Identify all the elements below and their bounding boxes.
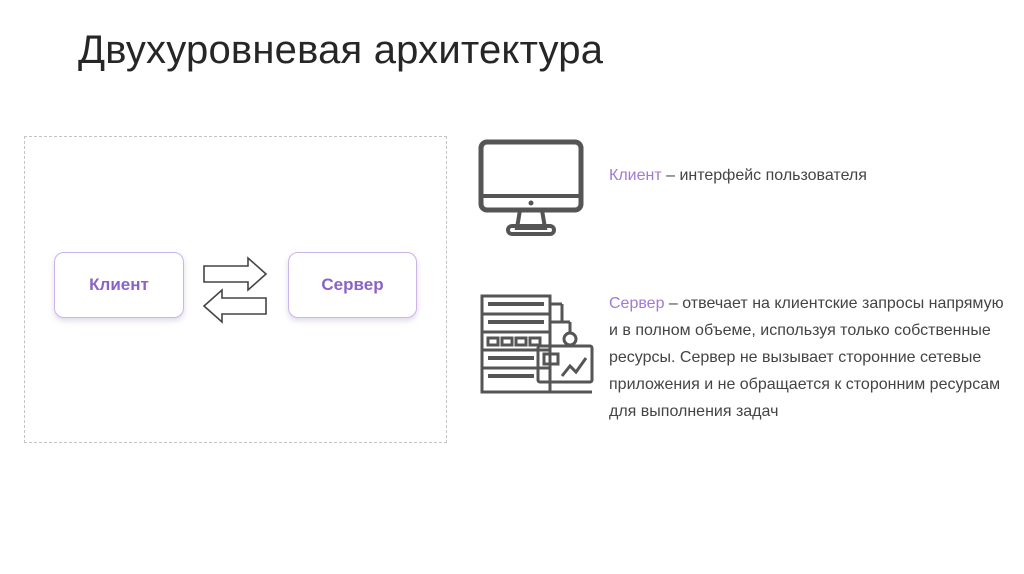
server-node-label: Сервер bbox=[321, 275, 384, 294]
server-term: Сервер bbox=[609, 295, 665, 312]
server-rack-icon bbox=[480, 294, 594, 394]
server-description: Сервер – отвечает на клиентские запросы … bbox=[609, 290, 1009, 425]
diagram-frame bbox=[24, 136, 447, 443]
left-arrow-icon bbox=[202, 288, 267, 324]
bidirectional-arrows-icon bbox=[202, 256, 268, 324]
server-description-text: – отвечает на клиентские запросы напряму… bbox=[609, 295, 1004, 420]
client-term: Клиент bbox=[609, 167, 662, 184]
monitor-icon bbox=[478, 139, 584, 236]
slide-title: Двухуровневая архитектура bbox=[78, 28, 604, 72]
client-description-text: – интерфейс пользователя bbox=[661, 167, 867, 184]
right-arrow-icon bbox=[203, 256, 268, 292]
client-node: Клиент bbox=[54, 252, 184, 318]
server-node: Сервер bbox=[288, 252, 417, 318]
client-description: Клиент – интерфейс пользователя bbox=[609, 162, 867, 189]
client-node-label: Клиент bbox=[89, 275, 149, 294]
